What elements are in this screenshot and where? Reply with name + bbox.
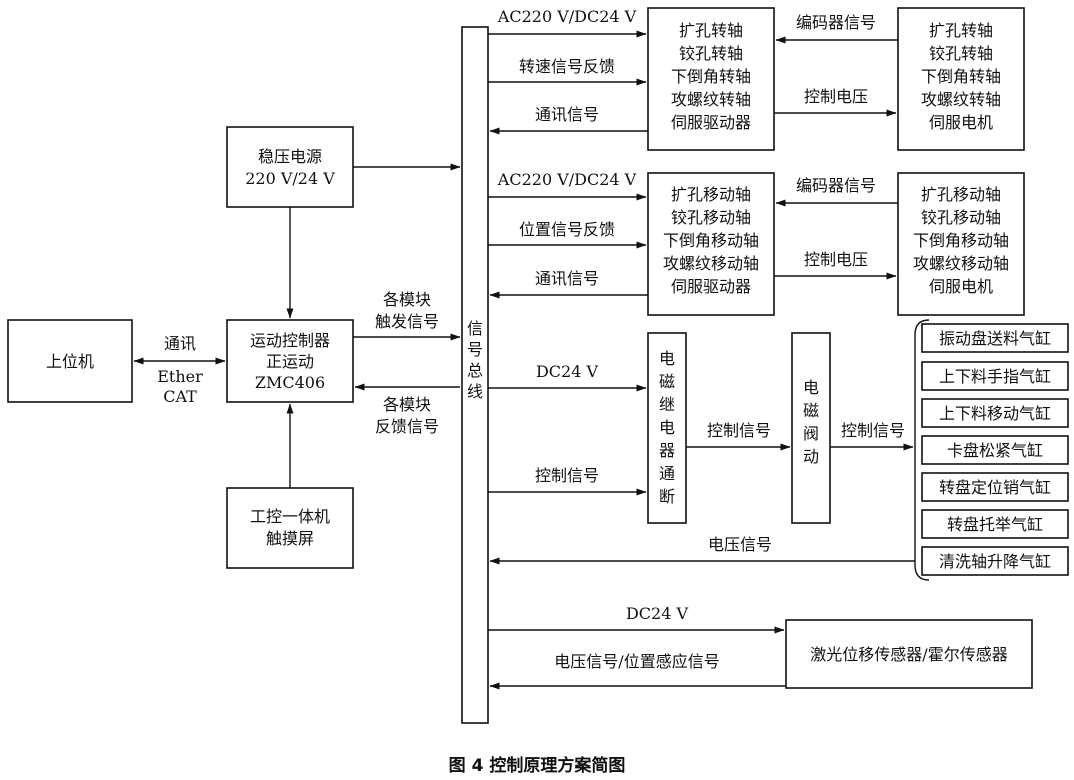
cylinder-box [921,361,1069,391]
spindle-motor-line-1: 扩孔转轴 [929,21,993,40]
spindle-motor-block: 扩孔转轴 铰孔转轴 下倒角转轴 攻螺纹转轴 伺服电机 [897,7,1025,151]
cylinder-label-7: 清洗轴升降气缸 [939,552,1051,571]
move-driver-block: 扩孔移动轴 铰孔移动轴 下倒角移动轴 攻螺纹移动轴 伺服驱动器 [647,172,775,316]
valve-char-1: 电 [803,378,819,397]
move-power-label: AC220 V/DC24 V [497,170,637,189]
cylinder-list: 振动盘送料气缸 上下料手指气缸 上下料移动气缸 卡盘松紧气缸 转盘定位销气缸 转… [914,319,1069,581]
relay-char-7: 断 [659,487,675,506]
relay-power-label: DC24 V [536,362,599,381]
spindle-motor-line-4: 攻螺纹转轴 [921,90,1001,109]
motion-controller-line-3: ZMC406 [255,373,325,392]
bus-char-2: 号 [467,340,483,359]
move-voltage-label: 控制电压 [804,250,868,269]
cylinder-label-5: 转盘定位销气缸 [939,478,1051,497]
move-motor-line-3: 下倒角移动轴 [913,231,1009,250]
power-supply-line-1: 稳压电源 [258,147,322,166]
spindle-comm-label: 通讯信号 [535,105,599,124]
relay-char-6: 通 [659,464,675,483]
spindle-driver-line-3: 下倒角转轴 [671,67,751,86]
feedback-label-1: 各模块 [383,395,431,414]
feedback-label-2: 反馈信号 [375,417,439,436]
trigger-label-1: 各模块 [383,290,431,309]
sensor-power-label: DC24 V [626,604,689,623]
link-cat-label: CAT [163,387,197,406]
cylinder-box [921,435,1069,465]
valve-char-4: 动 [803,447,819,466]
ipc-line-1: 工控一体机 [250,507,330,526]
move-comm-label: 通讯信号 [535,269,599,288]
position-feedback-label: 位置信号反馈 [519,220,615,239]
valve-to-cylinder-label: 控制信号 [841,421,905,440]
valve-block: 电 磁 阀 动 [791,332,831,524]
move-driver-line-1: 扩孔移动轴 [671,185,751,204]
cylinder-voltage-label: 电压信号 [708,535,772,554]
cylinder-label-6: 转盘托举气缸 [947,515,1043,534]
move-motor-block: 扩孔移动轴 铰孔移动轴 下倒角移动轴 攻螺纹移动轴 伺服电机 [897,172,1025,316]
move-driver-line-4: 攻螺纹移动轴 [663,254,759,273]
valve-char-3: 阀 [803,424,819,443]
relay-control-label: 控制信号 [535,466,599,485]
sensor-label: 激光位移传感器/霍尔传感器 [810,645,1007,664]
spindle-power-label: AC220 V/DC24 V [497,7,637,26]
relay-block: 电 磁 继 电 器 通 断 [647,332,687,524]
spindle-driver-line-4: 攻螺纹转轴 [671,90,751,109]
move-motor-line-4: 攻螺纹移动轴 [913,254,1009,273]
spindle-motor-line-5: 伺服电机 [929,113,993,132]
figure-caption: 图 4 控制原理方案简图 [449,755,626,776]
spindle-driver-line-5: 伺服驱动器 [671,113,751,132]
cylinder-box [921,398,1069,428]
spindle-motor-line-2: 铰孔转轴 [929,44,993,63]
relay-char-4: 电 [659,418,675,437]
motion-controller-block: 运动控制器 正运动 ZMC406 [226,319,354,403]
move-motor-line-2: 铰孔移动轴 [921,208,1001,227]
ipc-line-2: 触摸屏 [266,529,314,548]
relay-char-1: 电 [659,349,675,368]
bus-char-4: 线 [467,382,483,401]
move-driver-line-2: 铰孔移动轴 [671,208,751,227]
upper-computer-label: 上位机 [46,352,94,371]
move-driver-line-3: 下倒角移动轴 [663,231,759,250]
spindle-driver-line-2: 铰孔转轴 [679,44,743,63]
relay-char-5: 器 [659,441,675,460]
signal-bus-block: 信 号 总 线 [461,26,489,724]
link-comm-label: 通讯 [164,334,196,353]
cylinder-label-1: 振动盘送料气缸 [939,329,1051,348]
spindle-encoder-label: 编码器信号 [796,13,876,32]
move-encoder-label: 编码器信号 [796,176,876,195]
link-ether-label: Ether [157,367,203,386]
power-supply-line-2: 220 V/24 V [245,169,335,188]
move-driver-line-5: 伺服驱动器 [671,277,751,296]
motion-controller-line-2: 正运动 [266,352,314,371]
cylinder-box [921,472,1069,502]
relay-char-2: 磁 [659,372,675,391]
cylinder-brace [914,319,930,581]
sensor-block: 激光位移传感器/霍尔传感器 [785,619,1033,689]
speed-feedback-label: 转速信号反馈 [519,57,615,76]
bus-char-1: 信 [467,319,483,338]
sensor-signal-label: 电压信号/位置感应信号 [554,652,719,671]
valve-char-2: 磁 [803,401,819,420]
cylinder-label-3: 上下料移动气缸 [939,404,1051,423]
cylinder-box [921,509,1069,539]
bus-char-3: 总 [467,361,483,380]
spindle-voltage-label: 控制电压 [804,87,868,106]
move-motor-line-1: 扩孔移动轴 [921,185,1001,204]
relay-to-valve-label: 控制信号 [707,421,771,440]
cylinder-box [921,546,1069,576]
ipc-block: 工控一体机 触摸屏 [226,487,354,569]
spindle-driver-line-1: 扩孔转轴 [679,21,743,40]
move-motor-line-5: 伺服电机 [929,277,993,296]
motion-controller-line-1: 运动控制器 [250,331,330,350]
spindle-motor-line-3: 下倒角转轴 [921,67,1001,86]
spindle-driver-block: 扩孔转轴 铰孔转轴 下倒角转轴 攻螺纹转轴 伺服驱动器 [647,7,775,151]
trigger-label-2: 触发信号 [375,312,439,331]
relay-char-3: 继 [659,395,675,414]
upper-computer-block: 上位机 [7,319,133,403]
cylinder-box [921,323,1069,353]
power-supply-block: 稳压电源 220 V/24 V [226,126,354,208]
cylinder-label-2: 上下料手指气缸 [939,367,1051,386]
cylinder-label-4: 卡盘松紧气缸 [947,441,1043,460]
